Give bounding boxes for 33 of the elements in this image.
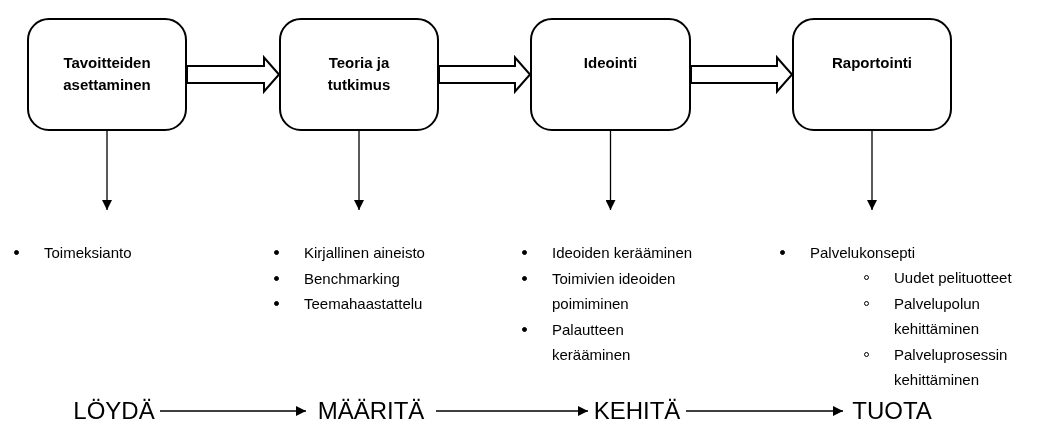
process-box [792, 18, 952, 131]
bullet-item: Ideoiden kerääminen [516, 240, 700, 266]
bullet-item: Teemahaastattelu [268, 291, 468, 317]
process-box [27, 18, 187, 131]
arrow [867, 130, 877, 211]
bullet-item: Palveluprosessin kehittäminen [858, 341, 1034, 393]
block-arrow [690, 54, 794, 95]
bullet-item: Uudet pelituotteet [858, 265, 1034, 291]
box-title: Raportointi [832, 53, 912, 73]
phase-word: TUOTA [843, 395, 941, 427]
block-arrow [186, 54, 281, 95]
bullet-item: Benchmarking [268, 265, 468, 291]
process-box [279, 18, 439, 131]
block-arrow [438, 54, 532, 95]
process-box [530, 18, 691, 131]
bullet-item: Toimeksianto [8, 240, 208, 266]
bullet-item: Palautteen kerääminen [516, 316, 700, 368]
box-title: Tavoitteiden asettaminen [62, 53, 152, 95]
phase-word: LÖYDÄ [68, 395, 160, 427]
box-title: Ideointi [583, 53, 638, 73]
arrow [354, 130, 364, 211]
arrow [605, 130, 616, 211]
bullet-item: Palvelupolun kehittäminen [858, 290, 1034, 342]
bullet-item: Toimivien ideoiden poimiminen [516, 265, 700, 317]
arrow [102, 130, 112, 211]
arrow [435, 406, 589, 416]
bullet-item: Palvelukonsepti [774, 240, 1034, 266]
box-title: Teoria ja tutkimus [326, 53, 392, 95]
bullet-item: Kirjallinen aineisto [268, 240, 468, 266]
phase-word: KEHITÄ [588, 395, 686, 427]
arrow [159, 406, 307, 416]
arrow [685, 406, 844, 416]
phase-word: MÄÄRITÄ [306, 395, 436, 427]
